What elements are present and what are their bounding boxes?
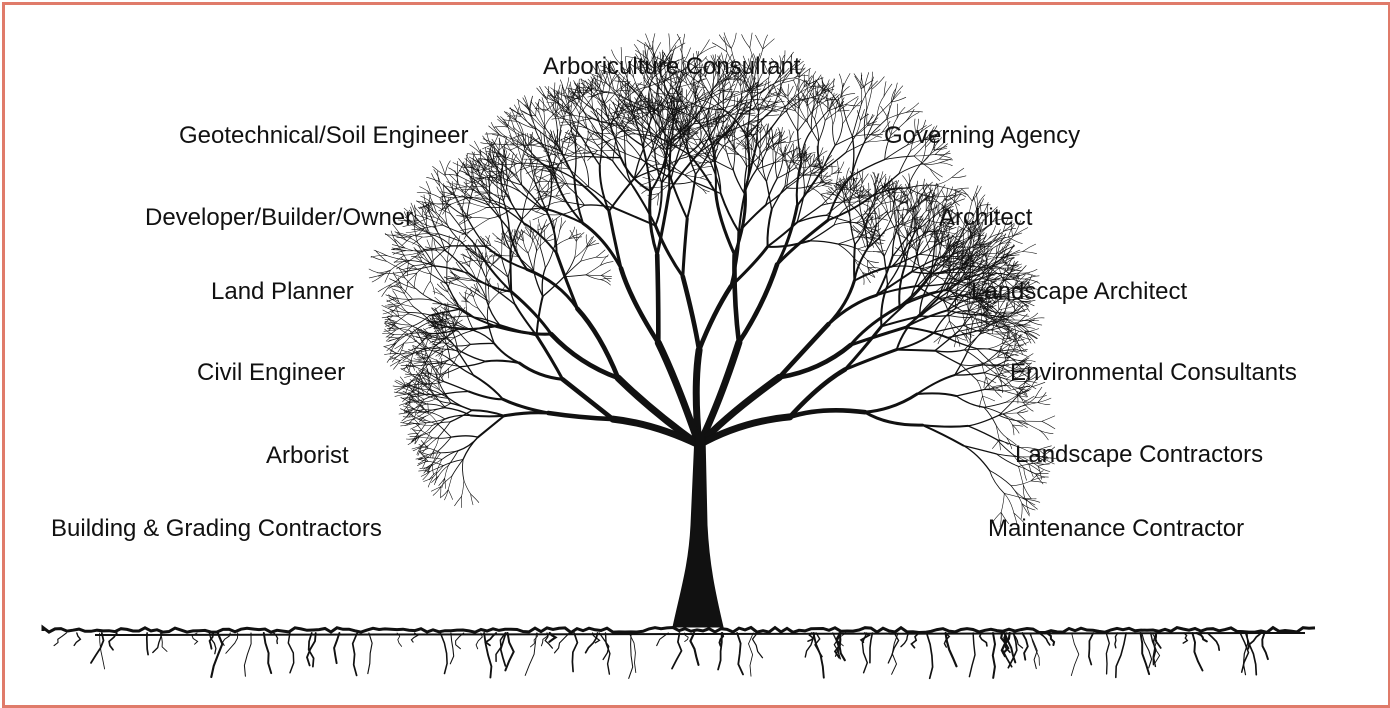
roots — [53, 631, 1269, 680]
tree-branches — [368, 32, 1058, 530]
label-environmental-consultants: Environmental Consultants — [1010, 359, 1297, 386]
label-developer-builder-owner: Developer/Builder/Owner — [145, 204, 414, 231]
label-arboriculture-consultant: Arboriculture Consultant — [543, 53, 801, 80]
label-civil-engineer: Civil Engineer — [197, 359, 346, 386]
label-arborist: Arborist — [266, 442, 349, 469]
label-land-planner: Land Planner — [211, 278, 354, 305]
label-building-grading-contractors: Building & Grading Contractors — [51, 515, 382, 542]
label-landscape-contractors: Landscape Contractors — [1015, 441, 1264, 468]
tree-illustration — [41, 32, 1316, 680]
tree-trunk — [672, 434, 724, 628]
label-maintenance-contractor: Maintenance Contractor — [988, 515, 1245, 542]
label-governing-agency: Governing Agency — [884, 122, 1081, 149]
label-landscape-architect: Landscape Architect — [971, 278, 1188, 305]
ground-line — [41, 624, 1316, 636]
label-geotechnical-soil-engineer: Geotechnical/Soil Engineer — [179, 122, 469, 149]
label-architect: Architect — [939, 204, 1033, 231]
